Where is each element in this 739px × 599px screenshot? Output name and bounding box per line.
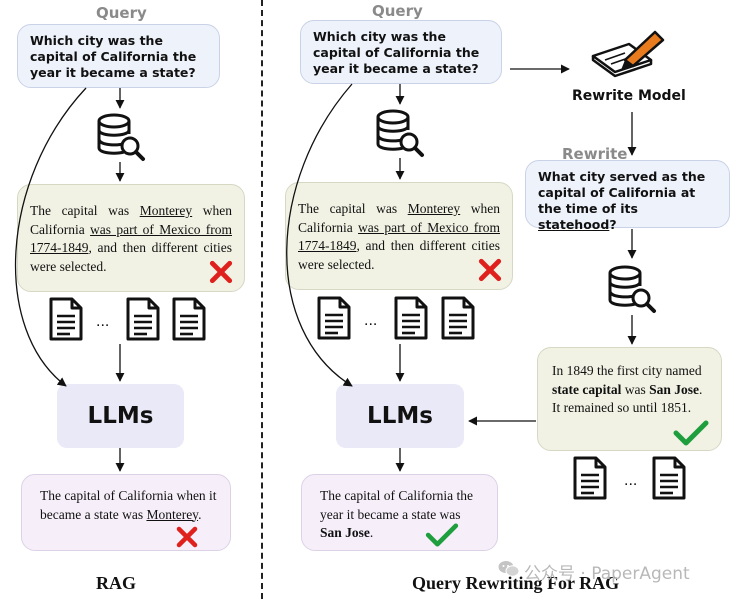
rag-llm-label: LLMs: [87, 403, 154, 429]
rag-llm-box: LLMs: [57, 384, 184, 448]
good-retrieved-doc-text: In 1849 the first city named state capit…: [552, 363, 703, 415]
rewriting-answer-text: The capital of California the year it be…: [320, 488, 473, 540]
rewriting-answer-box: The capital of California the year it be…: [301, 474, 498, 551]
section-divider: [261, 0, 263, 599]
rag-retrieved-doc-text: The capital was Monterey when California…: [30, 203, 232, 274]
rewrite-model-label: Rewrite Model: [572, 88, 686, 104]
rewriting-retrieved-doc-box: The capital was Monterey when California…: [285, 182, 513, 290]
rewriting-llm-box: LLMs: [336, 384, 464, 448]
wechat-icon: [498, 561, 520, 577]
rewriting-query-label: Query: [372, 2, 423, 20]
good-retrieved-doc-box: In 1849 the first city named state capit…: [537, 347, 722, 451]
rewriting-query-text: Which city was the capital of California…: [313, 29, 480, 76]
rewritten-query-text: What city served as the capital of Calif…: [538, 169, 706, 232]
rag-retrieved-doc-box: The capital was Monterey when California…: [17, 184, 245, 292]
ellipsis: ...: [624, 472, 638, 489]
rag-query-text: Which city was the capital of California…: [30, 33, 197, 80]
rag-answer-box: The capital of California when it became…: [21, 474, 231, 551]
rewrite-label: Rewrite: [562, 145, 628, 163]
watermark: 公众号 · PaperAgent: [524, 564, 690, 584]
rag-answer-text: The capital of California when it became…: [40, 488, 217, 522]
ellipsis: ...: [364, 312, 378, 329]
rewriting-caption: Query Rewriting For RAG: [412, 573, 620, 593]
rag-query-box: Which city was the capital of California…: [17, 24, 220, 88]
rewriting-query-box: Which city was the capital of California…: [300, 20, 502, 84]
rewritten-query-box: What city served as the capital of Calif…: [525, 160, 730, 232]
arrow-query-to-llm: [14, 87, 87, 387]
rag-query-label: Query: [96, 4, 147, 22]
rewriting-retrieved-doc-text: The capital was Monterey when California…: [298, 201, 500, 272]
rewriting-llm-label: LLMs: [367, 403, 433, 429]
arrow-query-to-llm-right: [286, 83, 353, 387]
ellipsis: ...: [96, 313, 110, 330]
rag-caption: RAG: [96, 573, 136, 593]
signing-pen-icon: [591, 30, 665, 78]
